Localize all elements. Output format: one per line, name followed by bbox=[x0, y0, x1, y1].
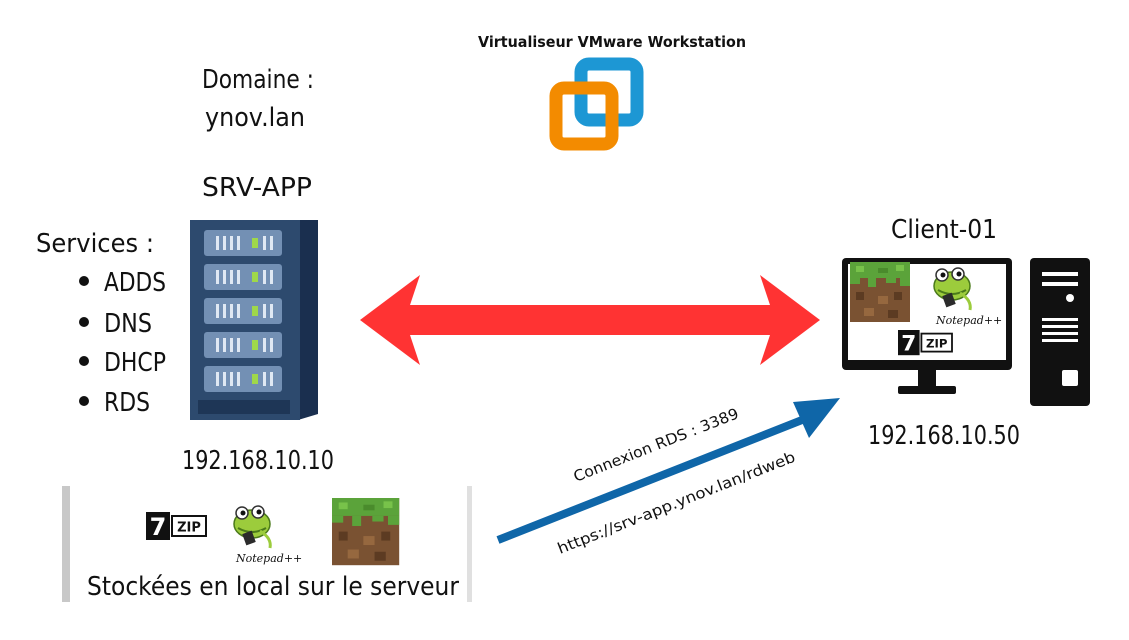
storage-caption: Stockées en local sur le serveur bbox=[87, 572, 459, 602]
bidirectional-arrow bbox=[360, 275, 820, 365]
services-list: ADDS DNS DHCP RDS bbox=[79, 268, 166, 418]
local-storage-panel: Stockées en local sur le serveur bbox=[62, 486, 472, 602]
service-item: DHCP bbox=[104, 348, 166, 378]
server-ip: 192.168.10.10 bbox=[182, 446, 334, 476]
vmware-workstation-logo-icon bbox=[549, 57, 644, 151]
server-name: SRV-APP bbox=[202, 173, 312, 203]
server-rack-icon bbox=[190, 220, 318, 420]
service-item: RDS bbox=[104, 388, 150, 418]
services-title: Services : bbox=[36, 229, 154, 259]
rds-connection-arrow bbox=[496, 398, 840, 544]
client-ip: 192.168.10.50 bbox=[868, 421, 1020, 451]
minecraft-grass-block-icon bbox=[332, 498, 400, 566]
minecraft-grass-block-icon bbox=[850, 262, 910, 322]
service-item: ADDS bbox=[104, 268, 166, 298]
virtualizer-label: Virtualiseur VMware Workstation bbox=[478, 33, 746, 51]
client-name: Client-01 bbox=[891, 215, 997, 245]
notepad-plus-plus-icon bbox=[232, 504, 304, 567]
7zip-icon bbox=[145, 511, 207, 542]
domain-name: ynov.lan bbox=[205, 103, 305, 133]
service-item: DNS bbox=[104, 309, 152, 339]
domain-label: Domaine : bbox=[202, 65, 314, 95]
